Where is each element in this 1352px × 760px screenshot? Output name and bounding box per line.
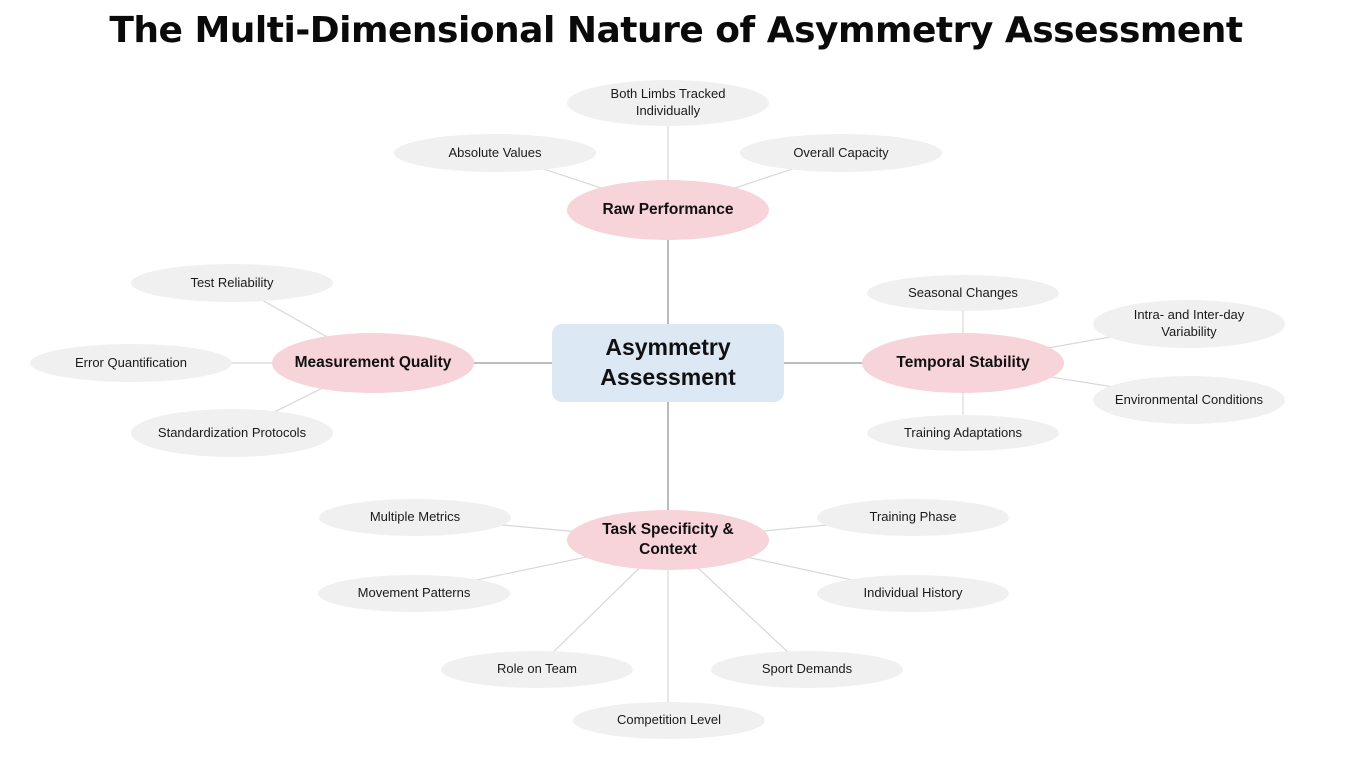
category-task-specificity: Task Specificity & Context — [567, 510, 769, 570]
leaf-training-adaptations: Training Adaptations — [867, 415, 1059, 451]
leaf-movement-patterns: Movement Patterns — [318, 575, 510, 612]
leaf-competition-level: Competition Level — [573, 702, 765, 739]
category-temporal-stability: Temporal Stability — [862, 333, 1064, 393]
leaf-absolute-values: Absolute Values — [394, 134, 596, 172]
leaf-overall-capacity: Overall Capacity — [740, 134, 942, 172]
leaf-training-phase: Training Phase — [817, 499, 1009, 536]
leaf-sport-demands: Sport Demands — [711, 651, 903, 688]
leaf-individual-history: Individual History — [817, 575, 1009, 612]
diagram-title: The Multi-Dimensional Nature of Asymmetr… — [109, 10, 1243, 51]
leaf-multiple-metrics: Multiple Metrics — [319, 499, 511, 536]
leaf-role-on-team: Role on Team — [441, 651, 633, 688]
leaf-intra-inter-day-variability: Intra- and Inter-day Variability — [1093, 300, 1285, 348]
leaf-standardization-protocols: Standardization Protocols — [131, 409, 333, 457]
leaf-test-reliability: Test Reliability — [131, 264, 333, 302]
category-measurement-quality: Measurement Quality — [272, 333, 474, 393]
leaf-environmental-conditions: Environmental Conditions — [1093, 376, 1285, 424]
center-node: Asymmetry Assessment — [552, 324, 784, 402]
leaf-seasonal-changes: Seasonal Changes — [867, 275, 1059, 311]
leaf-error-quantification: Error Quantification — [30, 344, 232, 382]
leaf-both-limbs-tracked: Both Limbs Tracked Individually — [567, 80, 769, 126]
category-raw-performance: Raw Performance — [567, 180, 769, 240]
